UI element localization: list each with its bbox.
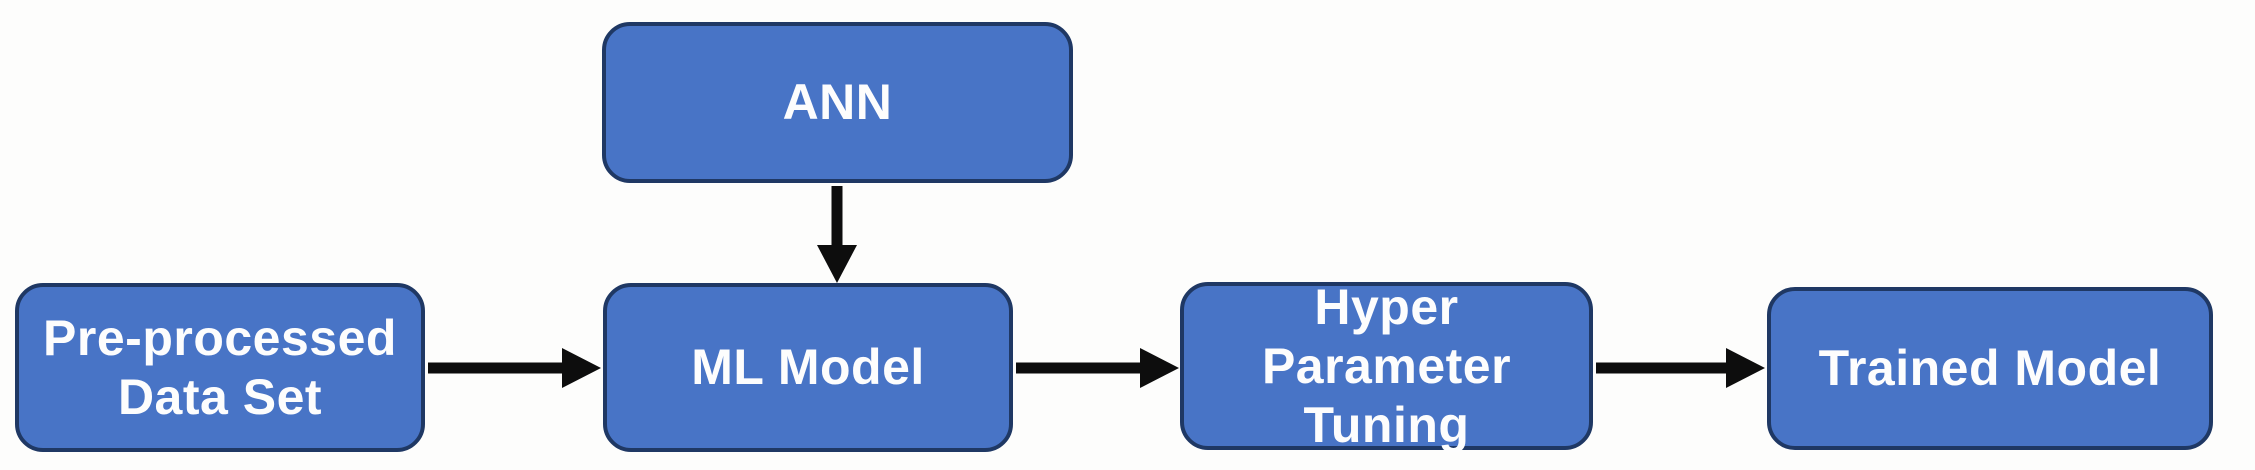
arrow-ann-to-ml-model xyxy=(817,186,857,283)
arrow-preprocessed-to-ml-model xyxy=(428,348,601,388)
node-preprocessed-data-set-label: Pre-processed Data Set xyxy=(43,309,397,425)
node-trained-model-label: Trained Model xyxy=(1818,340,2162,396)
arrow-ml-model-to-hyperparam xyxy=(1016,348,1179,388)
node-ann: ANN xyxy=(602,22,1073,183)
node-hyper-parameter-tuning: Hyper Parameter Tuning xyxy=(1180,279,1593,453)
node-preprocessed-data-set: Pre-processed Data Set xyxy=(15,283,425,452)
arrow-hyperparam-to-trained xyxy=(1596,348,1765,388)
node-hyper-parameter-tuning-label: Hyper Parameter Tuning xyxy=(1261,278,1512,453)
node-ann-label: ANN xyxy=(782,74,893,130)
node-trained-model: Trained Model xyxy=(1767,287,2213,450)
node-ml-model-label: ML Model xyxy=(691,339,925,395)
node-ml-model: ML Model xyxy=(603,283,1013,452)
